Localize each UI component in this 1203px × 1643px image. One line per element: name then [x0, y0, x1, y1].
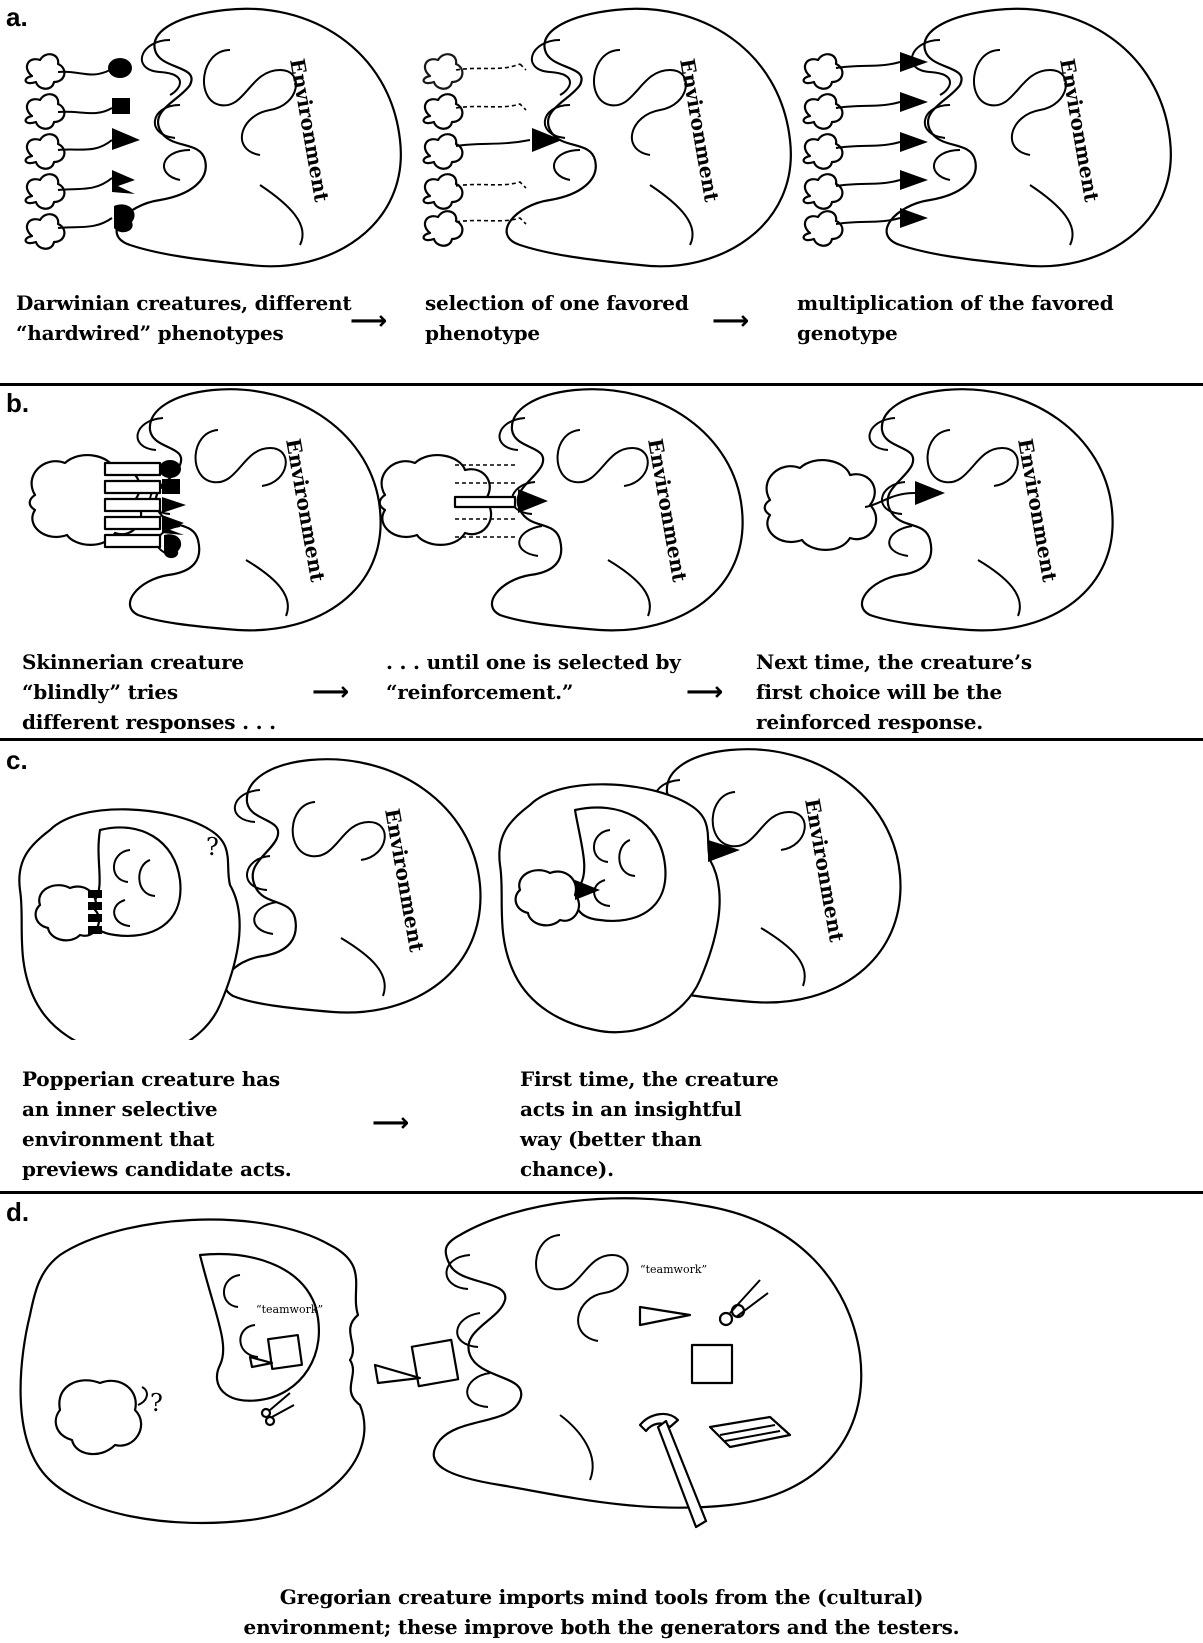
panel-d-illustration: “teamwork” “teamwork” ? — [0, 1195, 1203, 1535]
panel-c-illustration: Environment ? Environment — [0, 740, 1203, 1040]
panel-b-caption-3: Next time, the creature’s first choice w… — [756, 647, 1032, 737]
panel-c1-environment: Environment — [225, 759, 481, 1012]
panel-a-caption-2: selection of one favored phenotype — [425, 288, 689, 348]
panel-c-caption-2: First time, the creature acts in an insi… — [520, 1064, 779, 1184]
teamwork-label: “teamwork” — [640, 1263, 707, 1276]
imported-wedge-icon — [375, 1365, 420, 1383]
panel-divider-cd — [0, 1191, 1203, 1194]
square-icon — [692, 1345, 732, 1383]
panel-b1-creature — [30, 455, 186, 558]
panel-c-arrow-1: ⟶ — [372, 1108, 409, 1138]
question-mark: ? — [206, 833, 219, 861]
panel-a-arrow-1: ⟶ — [350, 306, 387, 336]
panel-a-arrow-2: ⟶ — [712, 306, 749, 336]
question-mark: ? — [150, 1389, 163, 1417]
panel-b-caption-2: . . . until one is selected by “reinforc… — [386, 647, 681, 707]
panel-a3-environment: Environment — [887, 9, 1171, 267]
panel-c-caption-1: Popperian creature has an inner selectiv… — [22, 1064, 292, 1184]
panel-b2-creature — [380, 455, 548, 545]
panel-d-creature: “teamwork” ? — [21, 1220, 365, 1523]
panel-b2-environment: Environment — [492, 389, 743, 630]
panel-b3-environment: Environment — [862, 389, 1113, 630]
panel-b-caption-1: Skinnerian creature “blindly” tries diff… — [22, 647, 276, 737]
panel-a1-environment: Environment — [117, 9, 401, 267]
panel-b-illustration: Environment Environment Environment — [0, 385, 1203, 645]
inner-teamwork-label: “teamwork” — [256, 1303, 323, 1316]
panel-a-illustration: Environment Environment — [0, 0, 1203, 270]
panel-a3-creatures — [804, 52, 928, 246]
panel-b-arrow-2: ⟶ — [686, 677, 723, 707]
panel-a1-creatures — [26, 54, 140, 249]
panel-c1-creature: ? — [19, 809, 239, 1040]
panel-b-arrow-1: ⟶ — [312, 677, 349, 707]
panel-a-caption-3: multiplication of the favored genotype — [797, 288, 1113, 348]
panel-a-caption-1: Darwinian creatures, different “hardwire… — [16, 288, 351, 348]
panel-d-environment: “teamwork” — [434, 1198, 862, 1527]
panel-d-caption: Gregorian creature imports mind tools fr… — [0, 1582, 1203, 1642]
